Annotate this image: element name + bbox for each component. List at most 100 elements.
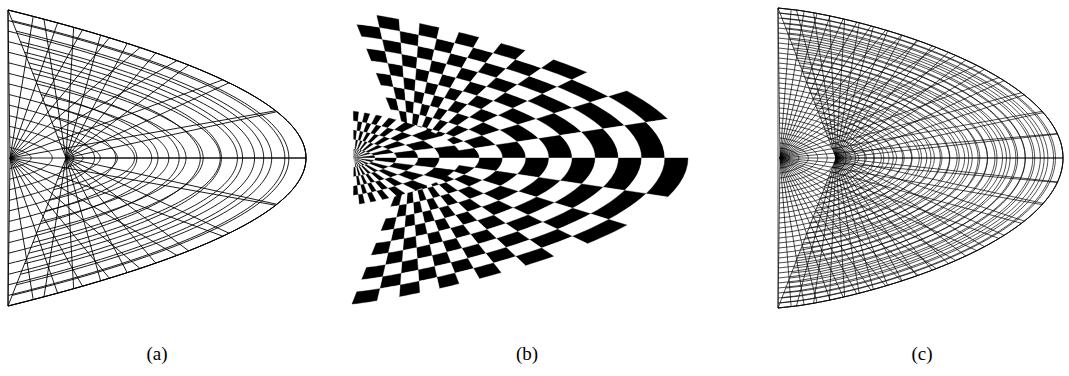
grid-line [25,52,238,263]
grid-line [813,98,927,218]
grid-line [29,63,221,253]
checker-cell [386,206,399,219]
grid-line [780,153,790,163]
grid-line [58,137,101,179]
checker-cell [609,91,668,122]
grid-line [45,105,151,211]
checker-cell [396,99,406,112]
grid-line [822,123,889,193]
grid-line [49,116,134,201]
checker-cell [412,191,419,203]
checker-cell [354,158,357,167]
checker-cell [381,217,396,231]
grid-line [828,138,866,178]
grid-line [790,38,1018,278]
checker-cell [377,15,400,31]
grid-line [834,153,844,163]
grid-line [795,53,995,263]
checker-cell [353,186,358,196]
checker-cell [413,201,422,214]
checker-cell [437,273,459,288]
checker-cell [405,203,414,216]
checker-cell [646,158,688,197]
panel-label: (c) [911,343,932,365]
grid-line [830,143,859,173]
grid-line [10,147,31,168]
grid-line [817,108,912,208]
grid-line [20,42,254,275]
checker-cell [399,281,420,296]
checker-cell [354,158,361,166]
grid-line [780,148,799,168]
checker-cell [405,89,415,102]
checker-cell [394,151,418,158]
grid-line [780,13,1056,303]
curvilinear-grid [778,8,1063,308]
checker-cell [646,119,688,158]
checker-cell [434,146,460,158]
checker-cell [419,24,439,39]
grid-line [801,68,972,248]
checker-cell [393,87,405,101]
grid-line [824,128,881,188]
grid-line [803,73,965,243]
checker-cell [376,229,393,243]
grid-line [797,58,987,258]
grid-line [821,118,897,198]
grid-line [778,8,1063,308]
grid-line [811,93,935,223]
grid-line [33,73,203,242]
checker-cell [455,268,479,283]
grid-line [793,48,1002,268]
checker-cell [572,219,626,243]
checker-cell [352,12,380,27]
checker-cell [399,19,420,34]
checker-cell [419,277,439,292]
checker-cell [354,158,355,167]
grid-line [780,133,828,183]
checker-cell [572,72,626,96]
grid-line [782,18,1048,298]
grid-line [786,28,1033,288]
grid-line [778,8,1063,308]
grid-line [805,78,957,238]
grid-line [778,8,1063,308]
grid-line [8,10,306,306]
grid-line [832,148,851,168]
grid-line [807,83,950,233]
grid-line [780,138,818,178]
grid-line [12,21,289,296]
checker-cell [354,156,375,158]
checker-cell [354,167,356,176]
grid-line [10,126,74,189]
checker-cell [405,100,414,113]
grid-line [54,126,118,189]
panel-label: (a) [146,343,167,365]
grid-line [10,158,306,159]
grid-line [41,95,169,222]
grid-line [16,31,271,285]
checker-cell [353,195,359,205]
checker-cell [352,289,380,304]
grid-line [819,113,905,203]
checker-cell [406,112,413,125]
checker-cell [405,214,415,227]
checkerboard [352,12,688,304]
panel-label: (b) [516,343,538,365]
grid-line [780,143,809,173]
checker-cell [374,153,397,158]
checker-cell [354,158,360,167]
grid-line [8,10,306,306]
checker-cell [377,285,400,301]
grid-line [10,137,53,179]
checker-cell [354,158,358,167]
grid-line [784,23,1041,293]
grid-line [8,10,306,306]
checker-cell [354,158,356,167]
grid-line [788,33,1026,283]
checker-cell [609,194,668,225]
grid-line [62,147,83,168]
grid-line [792,43,1011,273]
